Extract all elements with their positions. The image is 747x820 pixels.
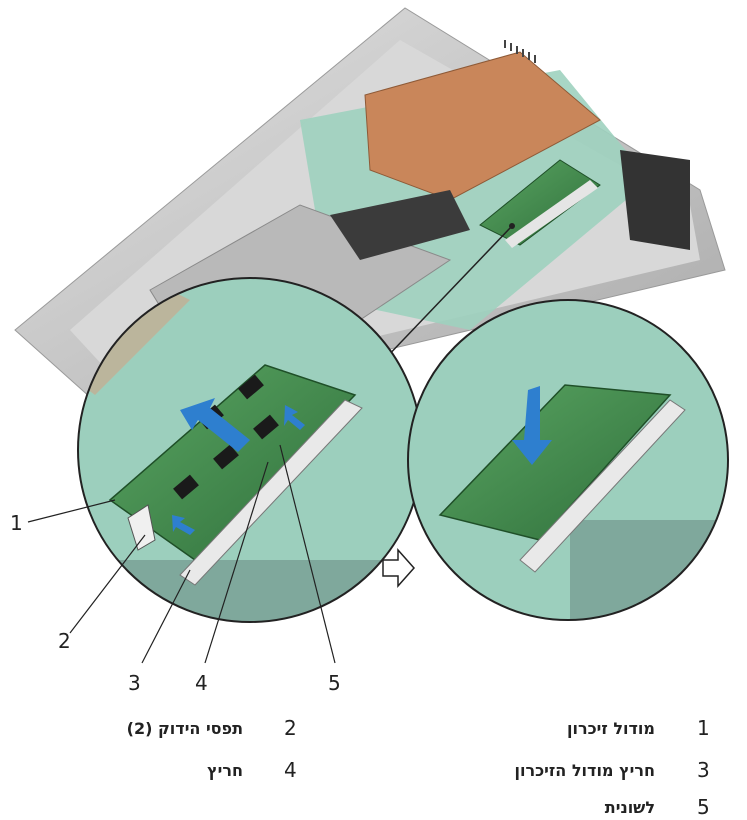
memory-module-installed [438,384,672,541]
callout-leaders [27,444,336,664]
memory-module-slot-installed [519,399,686,573]
callout-2: 2 [58,629,71,653]
tab-arrow-lower [172,515,195,535]
press-arrow [180,398,250,452]
legend-text-4: חריץ [207,761,243,780]
memory-module-illustration: 1 2 3 4 5 [10,7,729,695]
zoom-before [77,277,423,623]
press-arrow-installed [512,386,552,465]
legend-text-5: לשונית [604,798,655,817]
callout-5: 5 [328,671,341,695]
legend-num-1: 1 [697,716,710,740]
callout-1: 1 [10,511,23,535]
callout-3: 3 [128,671,141,695]
zoom-after [407,299,729,621]
legend-text-3: חריץ מודול הזיכרון [514,761,656,780]
legend-num-4: 4 [284,758,297,782]
leader-dot [509,223,515,229]
tab-arrow-upper [284,405,305,430]
transition-arrow [382,548,416,588]
callout-4: 4 [195,671,208,695]
legend-text-2: תפסי הידוק (2) [126,719,243,738]
memory-module-slot [179,399,363,586]
legend-text-1: מודול זיכרון [566,719,655,738]
legend-num-3: 3 [697,758,710,782]
legend-num-2: 2 [284,716,297,740]
securing-clip [127,504,156,551]
legend-num-5: 5 [697,795,710,819]
